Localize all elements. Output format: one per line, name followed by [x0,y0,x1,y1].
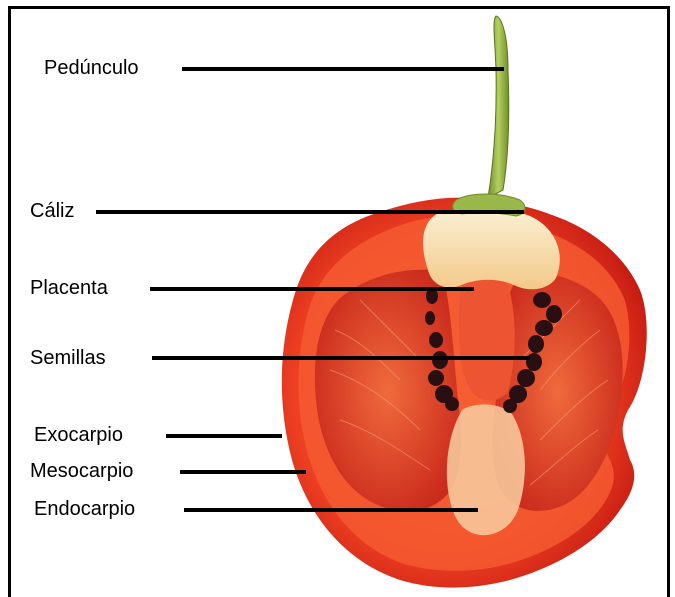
peduncle-label: Pedúnculo [44,58,139,78]
exocarp-label: Exocarpio [34,425,123,445]
calyx-label: Cáliz [30,201,74,221]
peduncle-stem [488,16,509,198]
mesocarp-label: Mesocarpio [30,461,133,481]
endocarp-core [447,404,525,535]
placenta-label: Placenta [30,278,108,298]
seeds-label: Semillas [30,348,106,368]
endocarp-label: Endocarpio [34,499,135,519]
